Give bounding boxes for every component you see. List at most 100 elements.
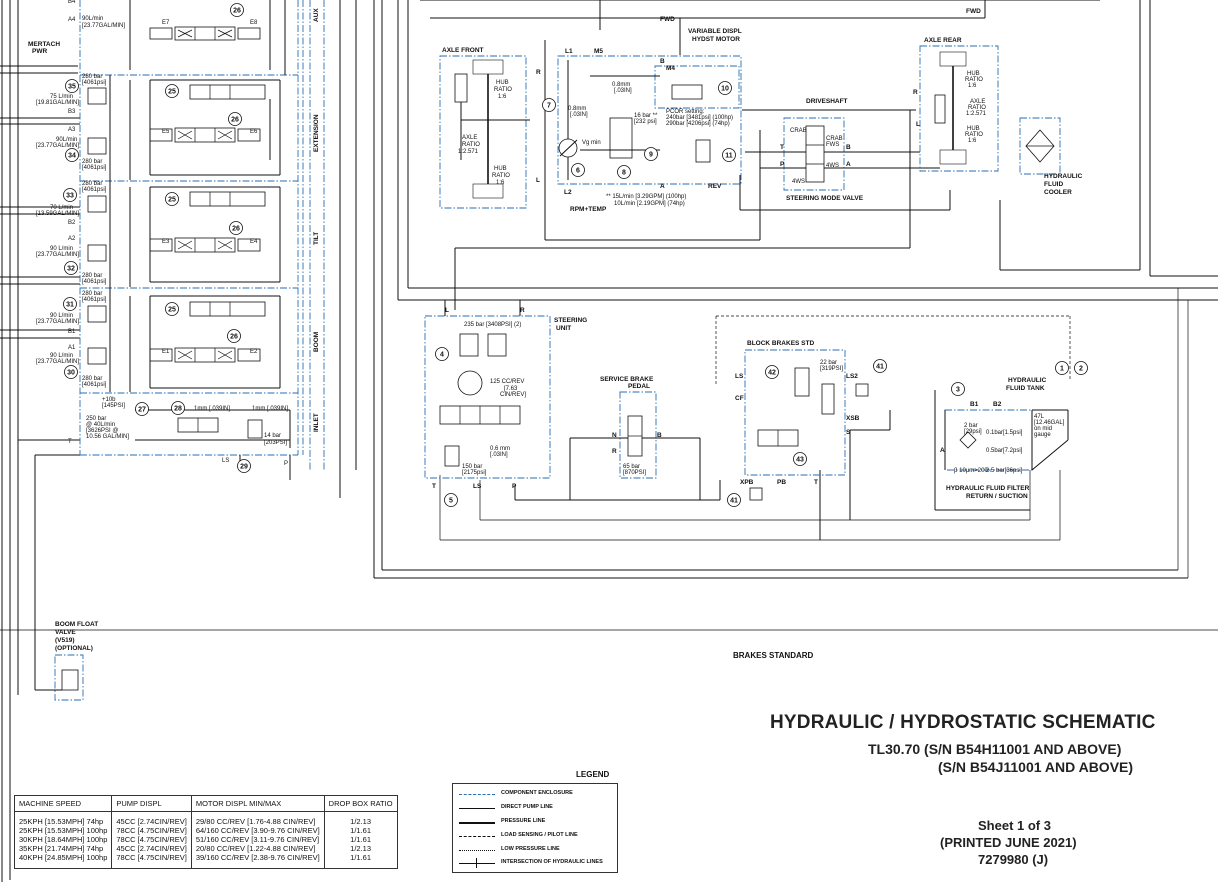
table-cell: 30KPH [18.64MPH] 100hp bbox=[13, 835, 113, 844]
port-s-block: S bbox=[846, 429, 851, 436]
axle-ratio: AXLE bbox=[462, 135, 477, 141]
svg-text:33: 33 bbox=[66, 193, 74, 200]
tank-47l-gal: [12.46GAL] bbox=[1034, 420, 1065, 426]
svg-text:26: 26 bbox=[232, 226, 240, 233]
label-280e-psi: [4061psi] bbox=[82, 279, 107, 285]
label-1mm-b: 1mm [.039IN] bbox=[252, 406, 288, 412]
label-235bar: 235 bar [3408PSI] (2) bbox=[464, 322, 521, 328]
legend-label: DIRECT PUMP LINE bbox=[501, 804, 553, 810]
label-125cc-3: CIN/REV] bbox=[500, 392, 526, 398]
label-rpm-temp: RPM+TEMP bbox=[570, 206, 607, 213]
table-cell: 1/1.61 bbox=[323, 826, 398, 835]
label-pwr: PWR bbox=[32, 48, 47, 55]
label-250bar-gal: 10.56 GAL/MIN] bbox=[86, 434, 129, 440]
label-b4: B4 bbox=[68, 0, 76, 5]
filter-beta: β 10μm>200 bbox=[954, 468, 988, 474]
table-cell: 20/80 CC/REV [1.22-4.88 CIN/REV] bbox=[190, 844, 325, 853]
table-cell: 45CC [2.74CIN/REV] bbox=[111, 844, 192, 853]
label-mertach: MERTACH bbox=[28, 41, 60, 48]
legend-item-pilot: LOAD SENSING / PILOT LINE bbox=[457, 832, 613, 842]
table-header: DROP BOX RATIO bbox=[323, 795, 398, 812]
table-cell: 25KPH [15.53MPH] 74hp bbox=[13, 811, 113, 826]
label-a1-gal: [23.77GAL/MIN] bbox=[36, 359, 79, 365]
table-header: MACHINE SPEED bbox=[13, 795, 113, 812]
label-b1-flow: 90 L/min bbox=[50, 313, 73, 319]
variable-displ-title: VARIABLE DISPL bbox=[688, 28, 742, 35]
label-a2-flow: 90 L/min bbox=[50, 246, 73, 252]
port-m4: M4 bbox=[666, 65, 675, 72]
table-cell: 45CC [2.74CIN/REV] bbox=[111, 811, 192, 826]
table-cell: 78CC [4.75CIN/REV] bbox=[111, 826, 192, 835]
label-rev: REV bbox=[708, 183, 722, 190]
label-a2: A2 bbox=[68, 236, 76, 242]
svg-text:2: 2 bbox=[1079, 366, 1083, 373]
label-pcor: PCOR setting: bbox=[666, 109, 705, 115]
port-t-inlet: T bbox=[68, 439, 72, 445]
printed-date: (PRINTED JUNE 2021) bbox=[940, 835, 1077, 850]
callout-26b: 26 bbox=[228, 112, 242, 126]
label-14bar-psi: [203PSI] bbox=[264, 440, 287, 446]
axle-ratio-2: RATIO bbox=[462, 142, 480, 148]
port-t-block: T bbox=[814, 479, 818, 486]
label-b1: B1 bbox=[68, 329, 76, 335]
svg-text:30: 30 bbox=[67, 370, 75, 377]
label-06mm: 0.6 mm bbox=[490, 446, 510, 452]
port-a-tank: A bbox=[940, 447, 945, 454]
label-e2: E2 bbox=[250, 349, 258, 355]
label-pcor-2: 290bar [4206psi] (74hp) bbox=[666, 121, 730, 127]
callout-43: 43 bbox=[793, 452, 807, 466]
port-n-pedal: N bbox=[612, 432, 617, 439]
label-flow-74hp: 10L/min [2.19GPM] (74hp) bbox=[614, 201, 685, 207]
port-l-axle: L bbox=[536, 177, 540, 184]
label-fws: FWS bbox=[826, 142, 839, 148]
label-4ws: 4WS bbox=[826, 163, 839, 169]
svg-text:1: 1 bbox=[1060, 366, 1064, 373]
port-t-smv: T bbox=[780, 144, 784, 151]
label-14bar: 14 bar bbox=[264, 433, 281, 439]
svg-text:25: 25 bbox=[168, 89, 176, 96]
steering-title: STEERING bbox=[554, 317, 587, 324]
service-brake-title: SERVICE BRAKE bbox=[600, 376, 654, 383]
label-22bar: 22 bar bbox=[820, 360, 837, 366]
axle-front-title: AXLE FRONT bbox=[442, 47, 484, 54]
orif-08-b-in: [.03IN] bbox=[614, 88, 632, 94]
sheet-number: Sheet 1 of 3 bbox=[978, 818, 1051, 833]
boom-float-2: VALVE bbox=[55, 629, 76, 636]
label-75lmin-gal: [19.81GAL/MIN] bbox=[36, 100, 79, 106]
filter-2bar: 2 bar bbox=[964, 423, 978, 429]
callout-4: 4 bbox=[435, 347, 449, 361]
callout-25a: 25 bbox=[165, 84, 179, 98]
label-250bar-psi: [3626PSI @ bbox=[86, 428, 118, 434]
label-280f: 280 bar bbox=[82, 291, 102, 297]
callout-5: 5 bbox=[444, 493, 458, 507]
hydst-motor-title: HYDST MOTOR bbox=[692, 36, 740, 43]
port-b-pedal: B bbox=[657, 432, 662, 439]
rear-hub-ratio: HUB bbox=[967, 71, 980, 77]
rear-hub-ratio-3: 1:6 bbox=[968, 83, 977, 89]
table-cell: 35KPH [21.74MPH] 74hp bbox=[13, 844, 113, 853]
filter-25bar: 2.5 bar[36psi] bbox=[986, 468, 1023, 474]
svg-text:10: 10 bbox=[721, 86, 729, 93]
inlet-section: 1mm [.039IN] 1mm [.039IN] 14 bar [203PSI… bbox=[68, 397, 291, 480]
legend-label: COMPONENT ENCLOSURE bbox=[501, 790, 573, 796]
svg-text:26: 26 bbox=[231, 117, 239, 124]
label-fwd-2: FWD bbox=[966, 8, 981, 15]
main-lines bbox=[0, 0, 1218, 631]
port-pb: PB bbox=[777, 479, 786, 486]
machine-speed-table: MACHINE SPEED PUMP DISPL MOTOR DISPL MIN… bbox=[13, 795, 398, 869]
steering-title-2: UNIT bbox=[556, 325, 571, 332]
label-pcor-1: 240bar [3481psi] (100hp) bbox=[666, 115, 733, 121]
port-r-pedal: R bbox=[612, 448, 617, 455]
callout-7: 7 bbox=[542, 98, 556, 112]
port-p-inlet: P bbox=[284, 461, 288, 467]
svg-text:25: 25 bbox=[168, 307, 176, 314]
port-r-steer: R bbox=[520, 307, 525, 314]
cooler-label-1: HYDRAULIC bbox=[1044, 173, 1083, 180]
spool-aux: E7 E8 bbox=[129, 0, 286, 75]
label-a4-flow: 90L/min bbox=[82, 16, 103, 22]
label-a1-flow: 90 L/min bbox=[50, 353, 73, 359]
svg-text:26: 26 bbox=[233, 8, 241, 15]
port-t-steer: T bbox=[432, 483, 436, 490]
port-a-motor: A bbox=[660, 183, 665, 190]
